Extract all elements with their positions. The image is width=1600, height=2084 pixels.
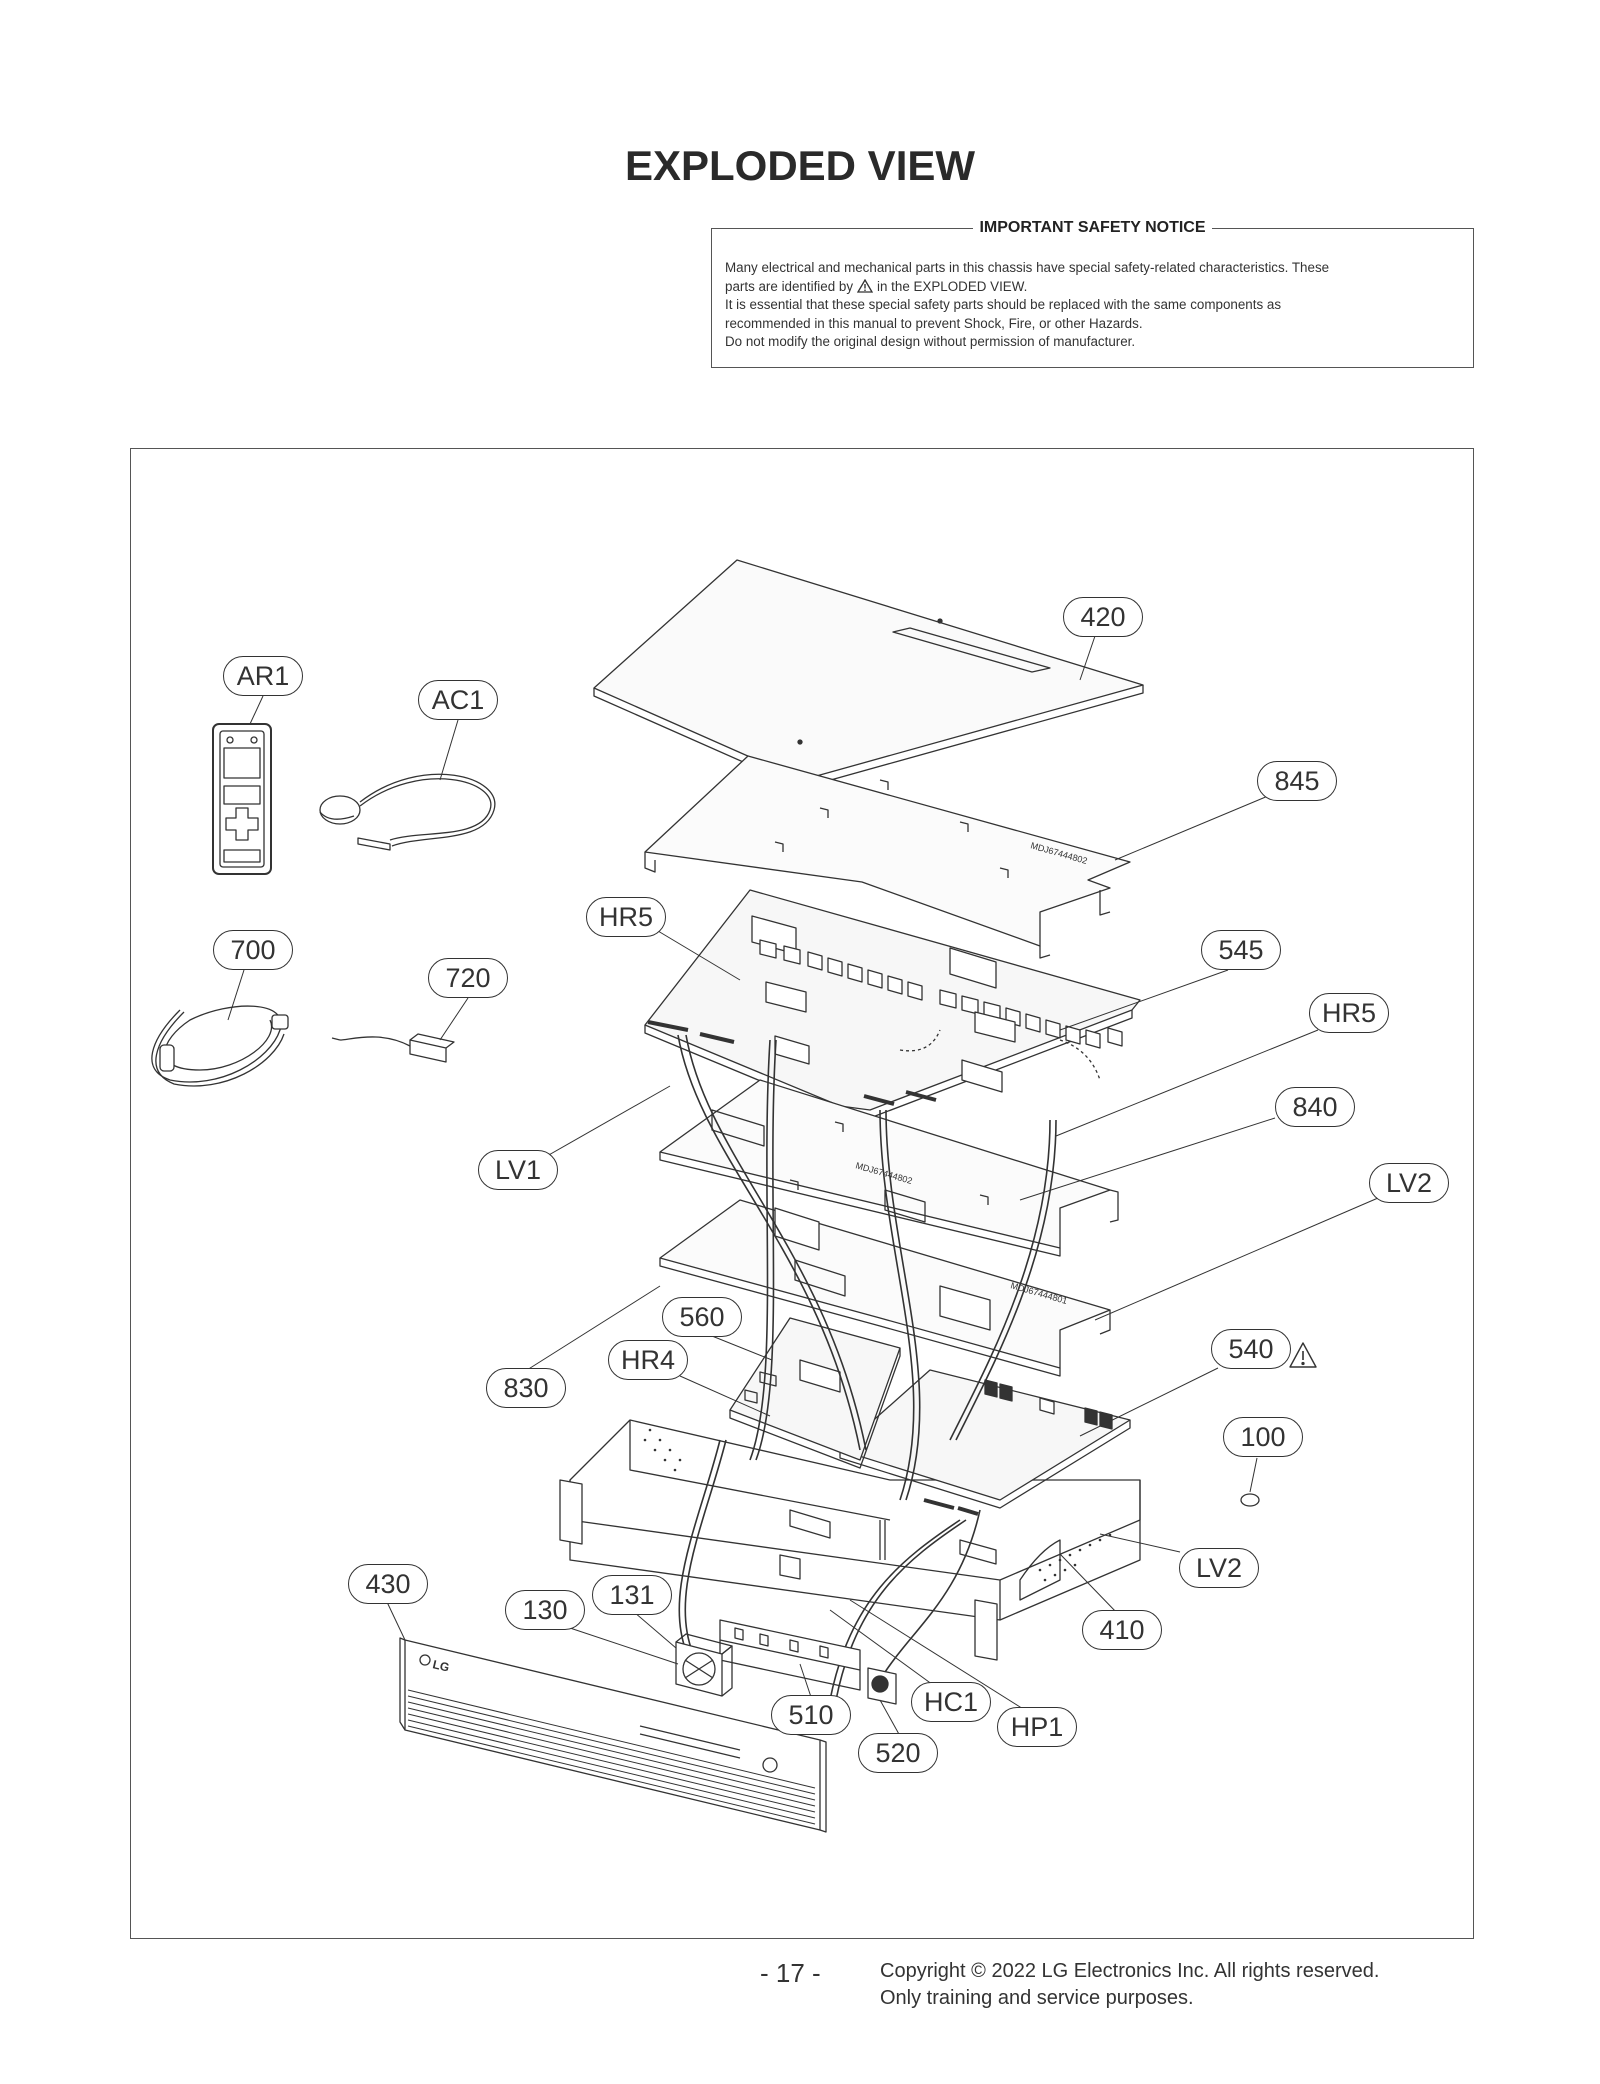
warning-triangle-icon (857, 278, 874, 293)
notice-line-4: recommended in this manual to prevent Sh… (725, 315, 1143, 331)
board-510 (719, 1619, 861, 1691)
fan-131 (675, 1633, 733, 1697)
callout-560: 560 (662, 1297, 742, 1337)
callout-130: 130 (505, 1590, 585, 1630)
board-520 (867, 1667, 897, 1705)
callout-720: 720 (428, 958, 508, 998)
callout-420: 420 (1063, 597, 1143, 637)
board-540 (839, 1369, 1131, 1516)
callout-840: 840 (1275, 1087, 1355, 1127)
main-board-545 (644, 889, 1141, 1119)
exploded-view-frame (130, 448, 1474, 1939)
callout-520: 520 (858, 1733, 938, 1773)
callout-700: 700 (213, 930, 293, 970)
power-cord-700 (151, 1005, 289, 1087)
callout-ar1: AR1 (223, 656, 303, 696)
page-title: EXPLODED VIEW (624, 142, 976, 189)
callout-545: 545 (1201, 930, 1281, 970)
callout-510: 510 (771, 1695, 851, 1735)
callout-hr4: HR4 (608, 1340, 688, 1380)
copyright-line-1: Copyright © 2022 LG Electronics Inc. All… (880, 1960, 1380, 1982)
notice-line-3: It is essential that these special safet… (725, 297, 1282, 312)
callout-830: 830 (486, 1368, 566, 1408)
top-cover-420 (593, 559, 1144, 789)
notice-line-2b: in the EXPLODED VIEW. (877, 278, 1028, 294)
safety-notice-text: Many electrical and mechanical parts in … (725, 259, 1460, 352)
copyright: Copyright © 2022 LG Electronics Inc. All… (880, 1958, 1379, 2012)
shield-840 (659, 1079, 1119, 1257)
callout-hc1: HC1 (911, 1682, 991, 1722)
callout-hp1: HP1 (997, 1707, 1077, 1747)
callout-lv2-bottom: LV2 (1179, 1548, 1259, 1588)
part-100 (1240, 1493, 1260, 1507)
shield-830 (659, 1199, 1111, 1377)
safety-notice-heading: IMPORTANT SAFETY NOTICE (973, 219, 1212, 236)
chassis-410 (559, 1419, 1141, 1661)
safety-notice-box: IMPORTANT SAFETY NOTICE Many electrical … (711, 219, 1474, 368)
ir-receiver-ac1 (319, 773, 496, 851)
page-number: - 17 - (760, 1958, 821, 1988)
callout-lv2-top: LV2 (1369, 1163, 1449, 1203)
remote-ar1 (212, 723, 272, 875)
notice-line-1: Many electrical and mechanical parts in … (725, 260, 1330, 275)
warning-triangle-icon (1289, 1342, 1317, 1368)
shield-845 (644, 755, 1131, 959)
callout-131: 131 (592, 1575, 672, 1615)
callout-845: 845 (1257, 761, 1337, 801)
callout-100: 100 (1223, 1417, 1303, 1457)
callout-540: 540 (1211, 1329, 1291, 1369)
lg-logo: LG (431, 1657, 450, 1674)
notice-line-2a: parts are identified by (725, 278, 854, 294)
notice-line-5: Do not modify the original design withou… (725, 334, 1136, 349)
callout-hr5-top: HR5 (586, 897, 666, 937)
callout-ac1: AC1 (418, 680, 498, 720)
callout-410: 410 (1082, 1610, 1162, 1650)
callout-430: 430 (348, 1564, 428, 1604)
adapter-720 (331, 1033, 455, 1063)
callout-lv1: LV1 (478, 1150, 558, 1190)
callout-hr5-right: HR5 (1309, 993, 1389, 1033)
copyright-line-2: Only training and service purposes. (880, 1987, 1194, 2009)
front-panel-430 (399, 1637, 827, 1833)
